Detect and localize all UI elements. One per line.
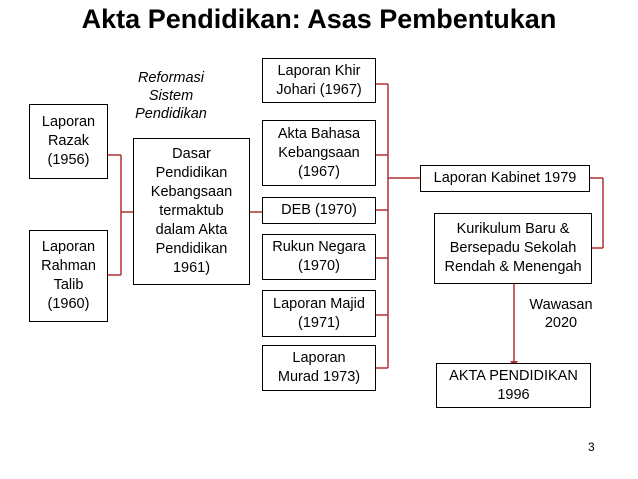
annotation-wawasan: Wawasan 2020 xyxy=(529,297,593,331)
page-number: 3 xyxy=(588,440,595,454)
annotation-reformasi: Reformasi Sistem Pendidikan xyxy=(135,70,207,122)
node-deb: DEB (1970) xyxy=(262,197,376,224)
node-laporan-majid: Laporan Majid(1971) xyxy=(262,290,376,337)
page-title: Akta Pendidikan: Asas Pembentukan xyxy=(81,4,557,34)
node-laporan-kabinet: Laporan Kabinet 1979 xyxy=(420,165,590,192)
node-rukun-negara: Rukun Negara(1970) xyxy=(262,234,376,280)
